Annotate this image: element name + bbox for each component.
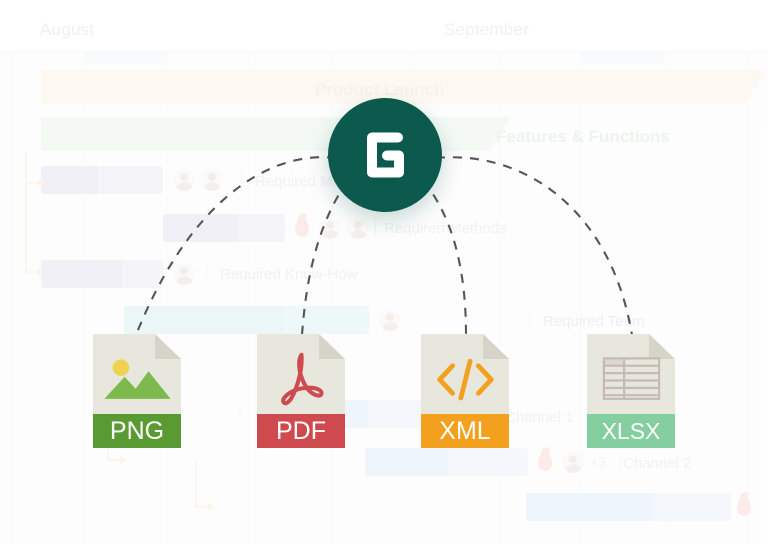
curve-to-xlsx (435, 156, 634, 336)
avatar-body (203, 182, 221, 191)
file-ext-badge (421, 414, 509, 448)
gantt-row-label: Product Launch (315, 80, 445, 99)
file-artwork (602, 357, 661, 400)
gantt-row-label: Required Methods (384, 220, 507, 237)
calendar-header: August September (0, 0, 768, 52)
xlsx-file-icon[interactable]: XLSX (587, 334, 675, 448)
gridline (12, 52, 13, 544)
avatar-body (564, 464, 582, 473)
file-ext-badge (257, 414, 345, 448)
avatar-head (386, 313, 394, 321)
gantt-bar-progress (124, 306, 284, 334)
curve-to-pdf (300, 167, 359, 336)
avatar-body (321, 230, 339, 239)
file-fold-corner (649, 334, 675, 359)
avatar-body (175, 276, 193, 285)
curve-to-xml (411, 167, 468, 336)
avatar-body (381, 322, 399, 331)
gantt-bar[interactable] (124, 306, 369, 334)
row-separator (241, 172, 242, 188)
gantt-bar[interactable] (41, 166, 163, 194)
row-separator (375, 220, 376, 236)
gridline (0, 52, 1, 544)
avatar[interactable] (347, 217, 369, 239)
row-separator (620, 454, 621, 470)
curve-to-png (135, 156, 337, 336)
file-artwork (104, 359, 171, 399)
gridline (581, 52, 582, 544)
month-label-august: August (40, 20, 95, 39)
png-file-icon[interactable]: PNG (93, 334, 181, 448)
flame-icon (737, 497, 751, 516)
avatar-body (175, 182, 193, 191)
file-ext-label: PNG (110, 417, 164, 445)
gridline (498, 52, 499, 544)
file-artwork (437, 358, 494, 401)
xml-file-icon[interactable]: XML (421, 334, 509, 448)
file-fold-corner (155, 334, 181, 359)
pdf-file-icon[interactable]: PDF (257, 334, 345, 448)
avatar[interactable] (379, 309, 401, 331)
gantt-row-label: Channel 1 (505, 409, 574, 426)
gridline (415, 52, 416, 544)
header-divider (0, 51, 768, 52)
file-fold-corner (483, 334, 509, 359)
flame-icon (538, 452, 552, 471)
avatar-head (180, 173, 188, 181)
avatar[interactable] (201, 169, 223, 191)
file-ext-label: PDF (276, 417, 326, 445)
gantt-bar[interactable] (365, 448, 528, 476)
gantt-bar-progress (365, 448, 449, 476)
gridline (83, 52, 84, 544)
gridline (332, 52, 333, 544)
avatar[interactable] (562, 451, 584, 473)
gantt-bar[interactable] (163, 214, 285, 242)
avatar-head (208, 173, 216, 181)
avatar-head (569, 455, 577, 463)
gantt-bar[interactable] (526, 493, 731, 521)
row-separator (501, 123, 502, 139)
file-ext-label: XML (439, 417, 491, 445)
g-logo-icon (328, 98, 442, 212)
file-fold-corner (319, 334, 345, 359)
avatar-body (349, 230, 367, 239)
gantt-row-label: Features & Functions (496, 127, 670, 146)
gantt-row-label: Required Know-How (220, 266, 358, 283)
gridline (747, 52, 748, 544)
file-ext-badge (587, 414, 675, 448)
avatar-head (326, 221, 334, 229)
month-label-september: September (444, 20, 529, 39)
file-artwork (281, 352, 324, 406)
avatar[interactable] (173, 169, 195, 191)
gantt-bar-progress (41, 260, 122, 288)
gridline (664, 52, 665, 544)
avatar-head (354, 221, 362, 229)
gantt-bar-progress (526, 493, 654, 521)
gantt-row-label: Required Team (543, 313, 645, 330)
gridline (249, 52, 250, 544)
gantt-bar[interactable] (41, 260, 163, 288)
gridcell-shade (83, 52, 166, 64)
gantt-row-label: Channel 2 (623, 455, 692, 472)
row-separator (756, 76, 757, 92)
avatar[interactable] (173, 263, 195, 285)
row-separator (529, 312, 530, 328)
avatar-overflow-count: +3 (590, 454, 606, 470)
gridcell-shade (581, 52, 664, 64)
row-separator (206, 266, 207, 282)
gantt-bar-progress (163, 214, 239, 242)
file-ext-label: XLSX (602, 418, 661, 444)
flame-icon (295, 218, 309, 237)
file-ext-badge (93, 414, 181, 448)
avatar[interactable] (319, 217, 341, 239)
calendar-gridlines (0, 52, 768, 544)
gridline (166, 52, 167, 544)
avatar-head (180, 267, 188, 275)
gantt-bar-progress (41, 166, 99, 194)
